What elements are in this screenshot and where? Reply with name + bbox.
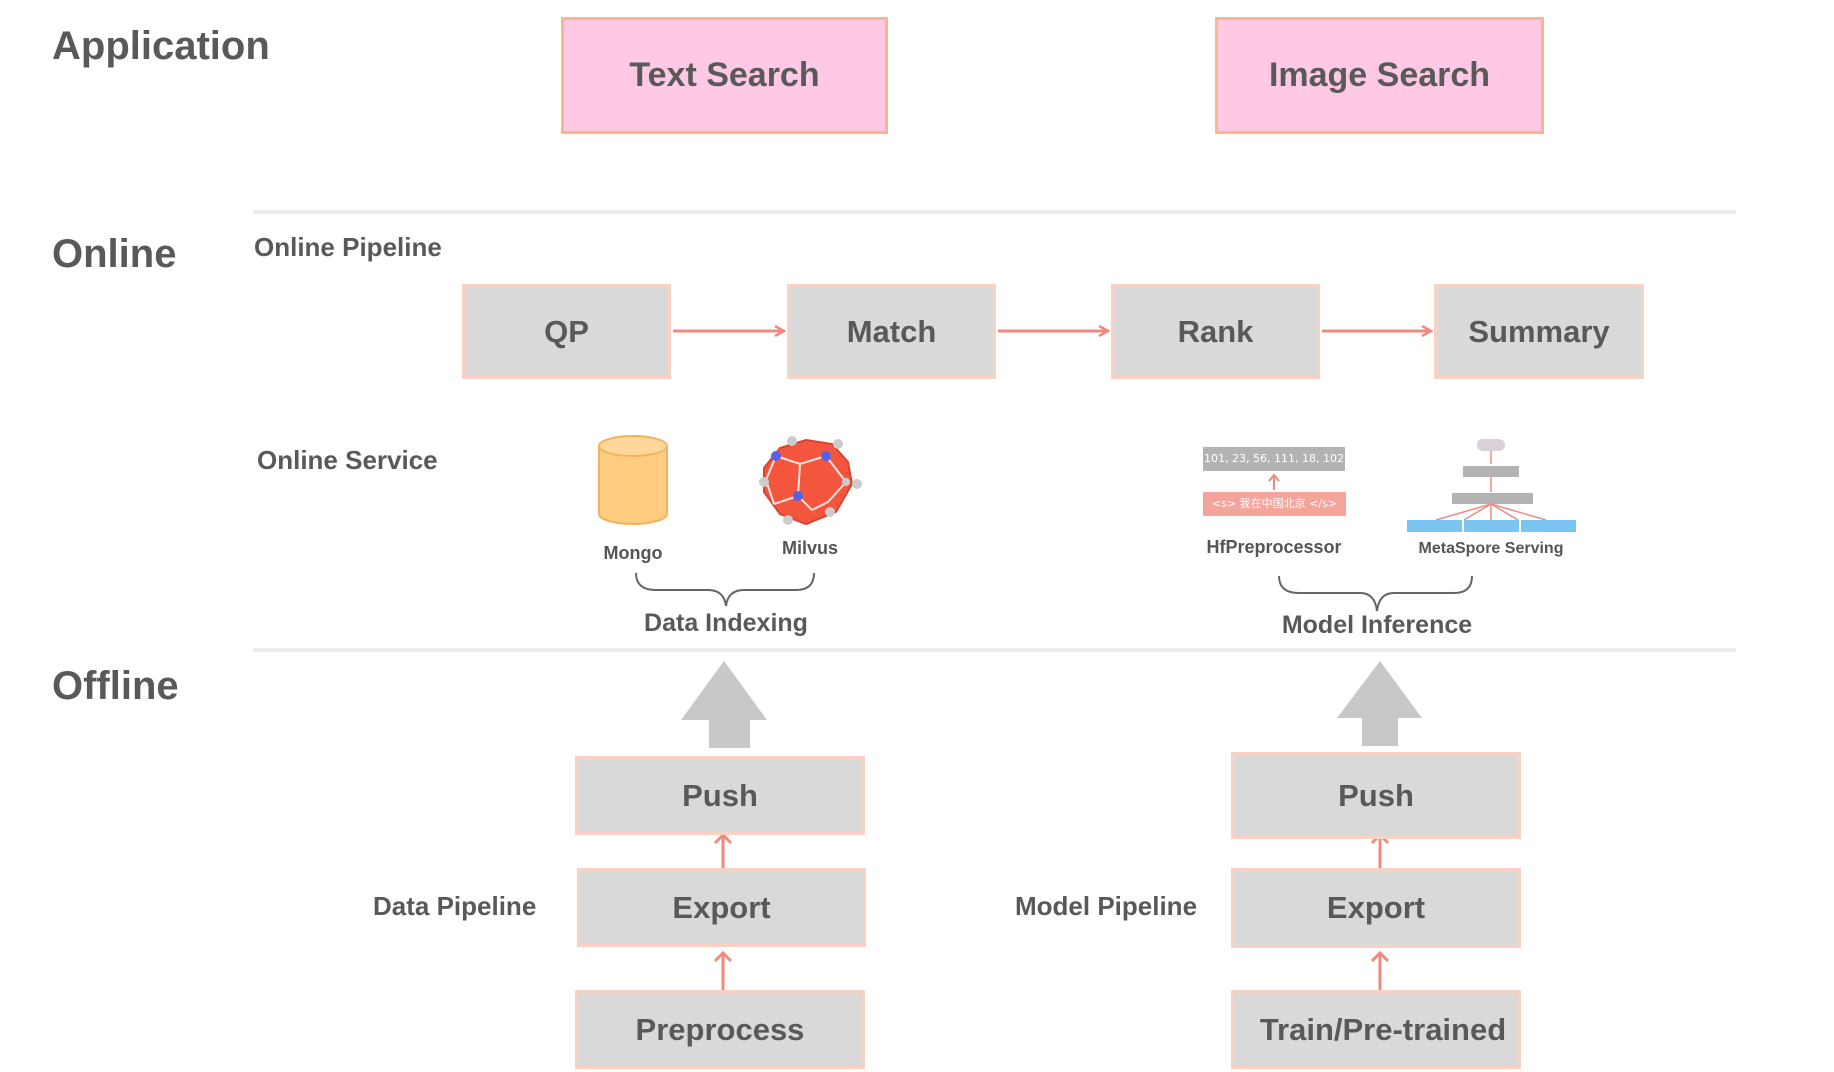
online-pipeline-label: Online Pipeline [254,232,442,262]
pipeline-step-rank: Rank [1111,284,1320,379]
model-push-box: Push [1231,752,1521,839]
hf-preprocessor-label: HfPreprocessor [1206,537,1342,557]
divider-online-offline [253,648,1736,652]
pipeline-step-summary: Summary [1434,284,1644,379]
data-indexing-brace [635,572,815,607]
hf-preprocessor-icon [1203,447,1346,516]
big-up-arrow-data [681,661,767,748]
data-pipeline-label: Data Pipeline [373,891,537,921]
model-inference-brace [1278,575,1473,612]
model-pipeline-label: Model Pipeline [1015,891,1198,921]
metaspore-serving-label: MetaSpore Serving [1418,540,1564,557]
divider-application-online [253,210,1736,214]
hf-token-text: <s> 我在中国北京 </s> [1211,497,1338,510]
section-title-online: Online [52,232,177,276]
text-search-box: Text Search [561,17,888,134]
model-train-box: Train/Pre-trained [1231,990,1521,1069]
metaspore-serving-icon [1407,439,1576,532]
online-service-label: Online Service [257,445,438,475]
data-preprocess-box: Preprocess [575,990,865,1069]
big-up-arrow-model [1337,661,1422,746]
data-push-box: Push [575,756,865,835]
mongo-database-icon [598,435,668,525]
model-inference-label: Model Inference [1281,611,1473,639]
mongo-label: Mongo [603,543,663,563]
pipeline-step-qp: QP [462,284,671,379]
data-export-box: Export [577,868,866,947]
section-title-offline: Offline [52,664,179,708]
data-indexing-label: Data Indexing [644,609,808,637]
image-search-box: Image Search [1215,17,1544,134]
section-title-application: Application [52,24,270,68]
milvus-label: Milvus [781,538,838,558]
model-export-box: Export [1231,868,1521,948]
pipeline-step-match: Match [787,284,996,379]
milvus-icon [759,436,862,526]
hf-token-ids: 101, 23, 56, 111, 18, 102 [1204,452,1344,465]
